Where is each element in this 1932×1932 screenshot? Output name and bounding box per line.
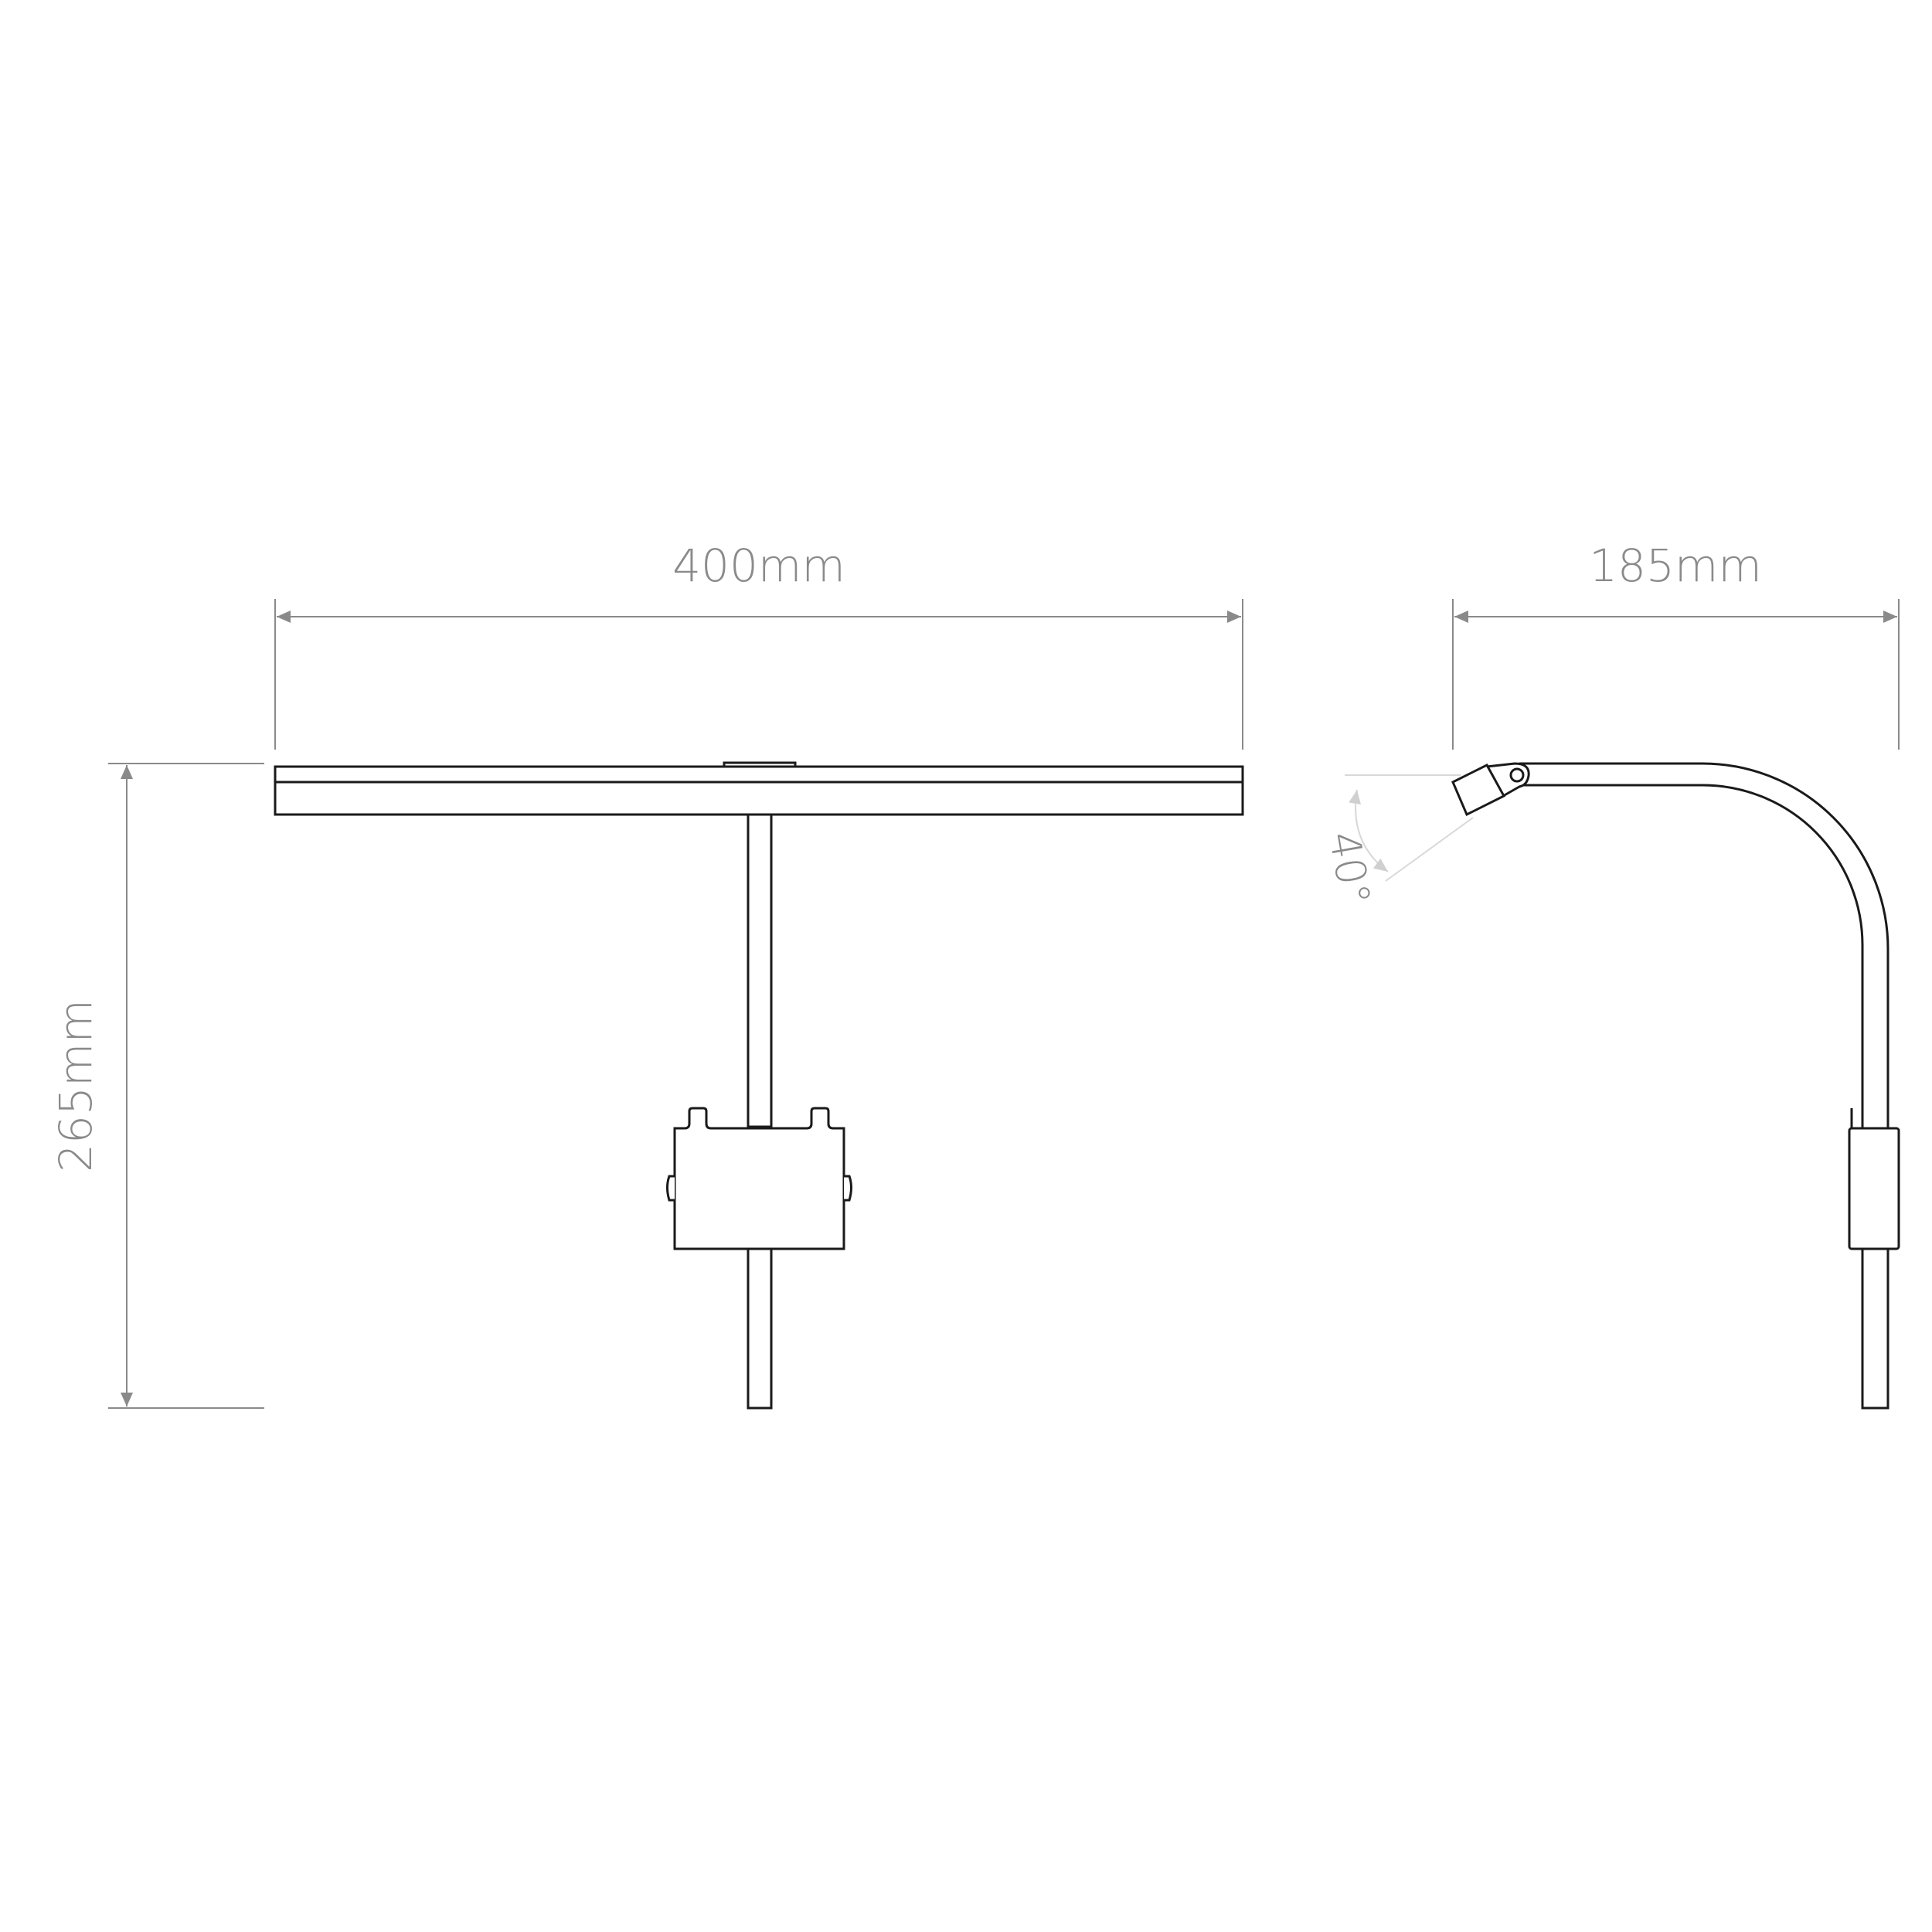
side-mount-block [1848,1127,1900,1250]
dimension-lines [108,599,1900,1409]
front-view [274,761,1244,1410]
wall-bracket [673,1107,845,1250]
width-label: 400mm [672,539,845,592]
side-stem-lower [1861,1247,1889,1410]
angle-guide-tilted [1385,817,1474,882]
bracket-knob-left [666,1175,675,1202]
arm-inner [1519,784,1864,1128]
side-view [1451,762,1900,1410]
front-stem-upper [747,813,773,1128]
light-bar [274,765,1244,816]
angle-arc [1349,789,1389,872]
angle-label: 40° [1319,828,1380,909]
tilting-light-head [1451,764,1506,817]
depth-label: 185mm [1589,539,1762,592]
front-stem-lower [747,1247,773,1410]
pivot-screw [1509,767,1525,783]
angle-indicator [1345,774,1474,882]
bracket-knob-right [844,1175,852,1202]
light-bar-top-cap [723,761,797,768]
height-label: 265mm [49,999,102,1172]
arm-outer [1519,762,1889,1128]
